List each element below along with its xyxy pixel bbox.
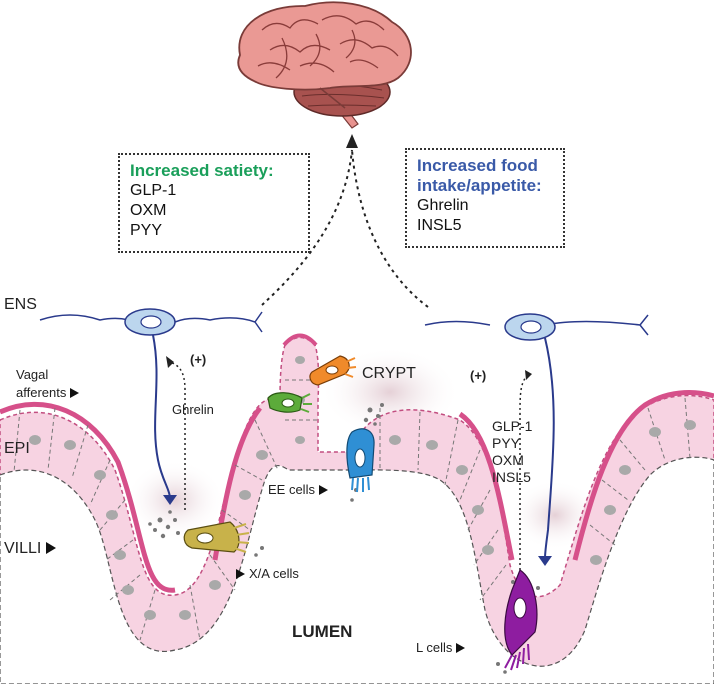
arrowhead-icon: [166, 356, 174, 368]
axon-terminal-icon: [538, 556, 552, 566]
satiety-hormone-glp1: GLP-1: [130, 182, 177, 199]
l-cells-label: L cells: [416, 640, 466, 655]
vagal-label-line2: afferents: [16, 385, 67, 400]
appetite-heading-line2: intake/appetite:: [417, 176, 542, 195]
signal-arrows-to-brain: [261, 134, 429, 308]
right-hormone-list: GLP-1 PYY OXM INSL5: [492, 418, 532, 486]
brain-icon: [237, 1, 412, 129]
xa-cell-icon: [183, 521, 250, 553]
vagal-afferents-label: Vagal afferents: [16, 366, 80, 402]
l-cell-icon: [504, 569, 538, 671]
crypt-label: CRYPT: [362, 365, 416, 382]
villi-label: VILLI: [4, 540, 57, 558]
lumen-label: LUMEN: [292, 622, 353, 641]
plus-right-label: (+): [470, 368, 487, 383]
epi-label: EPI: [4, 440, 30, 457]
appetite-hormone-ghrelin: Ghrelin: [417, 197, 469, 214]
ens-label: ENS: [4, 296, 37, 313]
xa-cells-text: X/A cells: [249, 566, 299, 581]
vagal-label-line2-row: afferents: [16, 384, 80, 402]
arrowhead-icon: [525, 370, 532, 380]
appetite-hormone-insl5: INSL5: [417, 217, 462, 234]
right-hormone-glp1: GLP-1: [492, 418, 533, 434]
pointer-triangle-icon: [236, 569, 245, 579]
pointer-triangle-icon: [318, 485, 328, 495]
appetite-heading-line1: Increased food: [417, 156, 538, 175]
ee-cells-text: EE cells: [268, 482, 315, 497]
pointer-triangle-icon: [70, 388, 80, 398]
xa-cells-label: X/A cells: [236, 566, 299, 581]
orange-ee-cell-icon: [309, 355, 357, 386]
enteric-neuron-right: [424, 313, 649, 566]
satiety-hormone-oxm: OXM: [130, 202, 167, 219]
right-hormone-insl5: INSL5: [492, 469, 531, 485]
ghrelin-label: Ghrelin: [172, 402, 214, 417]
appetite-box: Increased food intake/appetite: Ghrelin …: [405, 148, 565, 248]
ee-cells-label: EE cells: [268, 482, 328, 497]
villi-label-text: VILLI: [4, 540, 42, 557]
green-ee-cell-icon: [267, 392, 312, 413]
satiety-hormone-pyy: PYY: [130, 222, 163, 239]
l-cells-text: L cells: [416, 640, 453, 655]
vagal-label-line1: Vagal: [16, 367, 49, 382]
pointer-triangle-icon: [456, 643, 466, 653]
satiety-box: Increased satiety: GLP-1 OXM PYY: [118, 153, 310, 253]
ee-cell-icon: [346, 428, 375, 493]
satiety-heading: Increased satiety:: [130, 161, 274, 180]
right-hormone-pyy: PYY: [492, 435, 521, 451]
plus-left-label: (+): [190, 352, 207, 367]
arrowhead-up-icon: [346, 134, 358, 148]
right-hormone-oxm: OXM: [492, 452, 524, 468]
axon-terminal-icon: [163, 495, 177, 505]
enteric-neuron-left: [39, 308, 263, 505]
pointer-triangle-icon: [46, 542, 57, 554]
